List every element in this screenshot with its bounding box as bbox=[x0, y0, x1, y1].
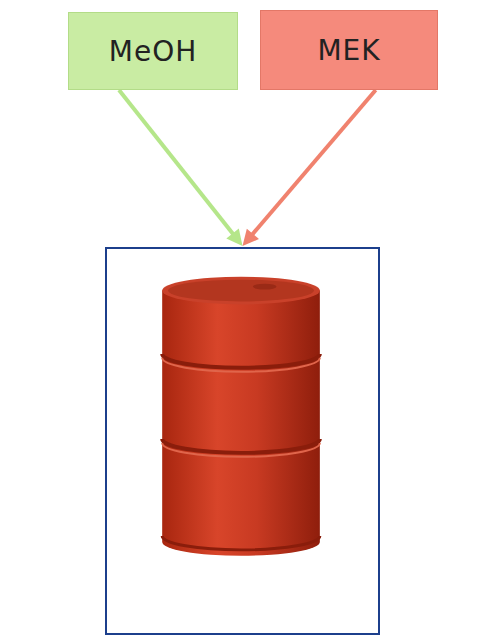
node-label: MeOH bbox=[109, 35, 197, 68]
node-label: MEK bbox=[317, 34, 380, 67]
barrel-box bbox=[105, 247, 380, 635]
flow-arrow bbox=[119, 90, 243, 246]
flow-arrow bbox=[243, 90, 376, 246]
barrel-illustration bbox=[107, 249, 378, 633]
process-box: MeOH bbox=[68, 12, 238, 90]
process-box: MEK bbox=[260, 10, 438, 90]
